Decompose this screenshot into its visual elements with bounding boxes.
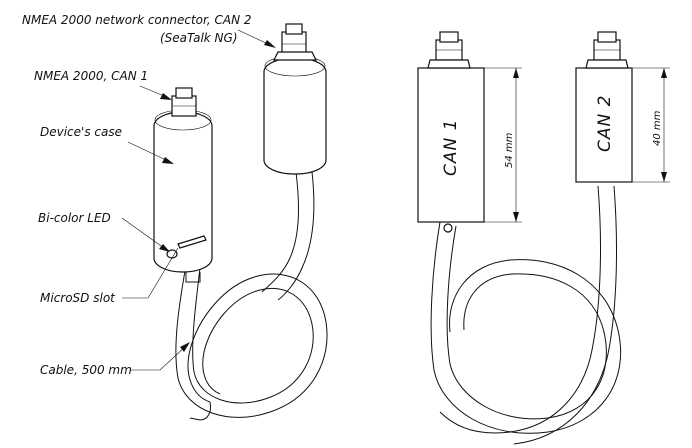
leader-lines [121, 29, 276, 371]
right-front-view: CAN 1 CAN 2 54 mm 40 [417, 31, 670, 445]
can1-label: CAN 1 [441, 119, 461, 176]
label-seatalk-ng: (SeaTalk NG) [160, 31, 238, 45]
dimension-can2: 40 mm [632, 67, 670, 183]
label-microsd-slot: MicroSD slot [40, 291, 116, 305]
label-connector-can2: NMEA 2000 network connector, CAN 2 [22, 13, 252, 27]
can2-dimension: 40 mm [652, 110, 663, 146]
microsd-slot-mark [177, 235, 207, 249]
can1-device-case [153, 87, 213, 283]
can1-box: CAN 1 [417, 31, 485, 233]
can2-label: CAN 2 [595, 95, 615, 152]
label-cable: Cable, 500 mm [40, 363, 132, 377]
can1-dimension: 54 mm [504, 132, 515, 168]
label-connector-can1: NMEA 2000, CAN 1 [34, 69, 148, 83]
can2-cylinder [263, 23, 327, 175]
can2-box: CAN 2 [575, 31, 633, 183]
label-bicolor-led: Bi-color LED [38, 211, 111, 225]
right-cable [430, 185, 622, 445]
label-device-case: Device's case [40, 125, 122, 139]
left-perspective-view: NMEA 2000 network connector, CAN 2 (SeaT… [22, 13, 328, 421]
left-cable [175, 171, 328, 421]
dimension-can1: 54 mm [484, 67, 522, 223]
